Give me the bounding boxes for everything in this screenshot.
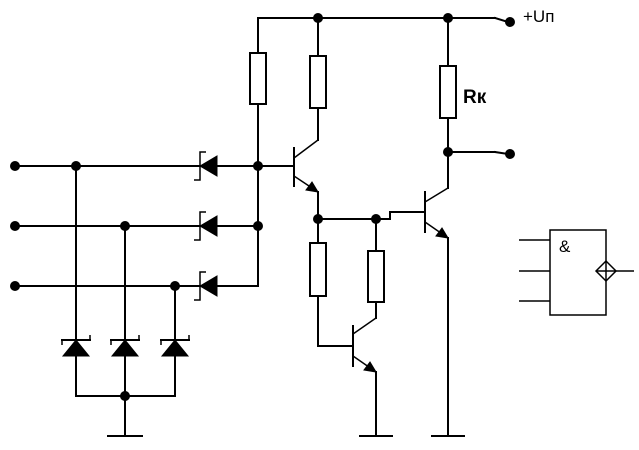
emitter-resistor <box>309 242 327 297</box>
junction <box>313 214 323 224</box>
input-diode-2 <box>194 211 259 241</box>
collector-resistor-q1 <box>309 55 327 109</box>
input-lines <box>14 165 201 287</box>
supply-rail <box>257 16 510 24</box>
transistor-q2 <box>375 187 465 437</box>
junction <box>120 391 130 401</box>
supply-label: +Uп <box>523 7 554 26</box>
input-diode-1 <box>194 151 259 181</box>
junction <box>71 161 81 171</box>
junction <box>120 221 130 231</box>
junction <box>443 13 453 23</box>
rk-label: Rк <box>463 87 487 108</box>
collector-resistor-rk <box>439 65 457 119</box>
clamp-diodes <box>61 165 190 437</box>
input-diode-3 <box>194 271 259 301</box>
input-terminal-3 <box>10 281 20 291</box>
base-resistor <box>249 52 267 105</box>
gate-symbol-label: & <box>559 237 571 256</box>
output-terminal <box>505 149 515 159</box>
emitter-network <box>309 218 377 347</box>
input-terminal-2 <box>10 221 20 231</box>
junction <box>170 281 180 291</box>
junction <box>253 221 263 231</box>
supply-terminal <box>505 17 515 27</box>
input-bias-network <box>249 17 294 287</box>
output-stage <box>439 17 510 189</box>
junction <box>253 161 263 171</box>
pulldown-resistor <box>367 250 385 303</box>
logic-gate-symbol <box>519 229 634 316</box>
transistor-q3 <box>352 218 393 437</box>
input-terminal-1 <box>10 161 20 171</box>
junction <box>443 147 453 157</box>
transistor-q1 <box>293 17 327 244</box>
junction <box>313 13 323 23</box>
